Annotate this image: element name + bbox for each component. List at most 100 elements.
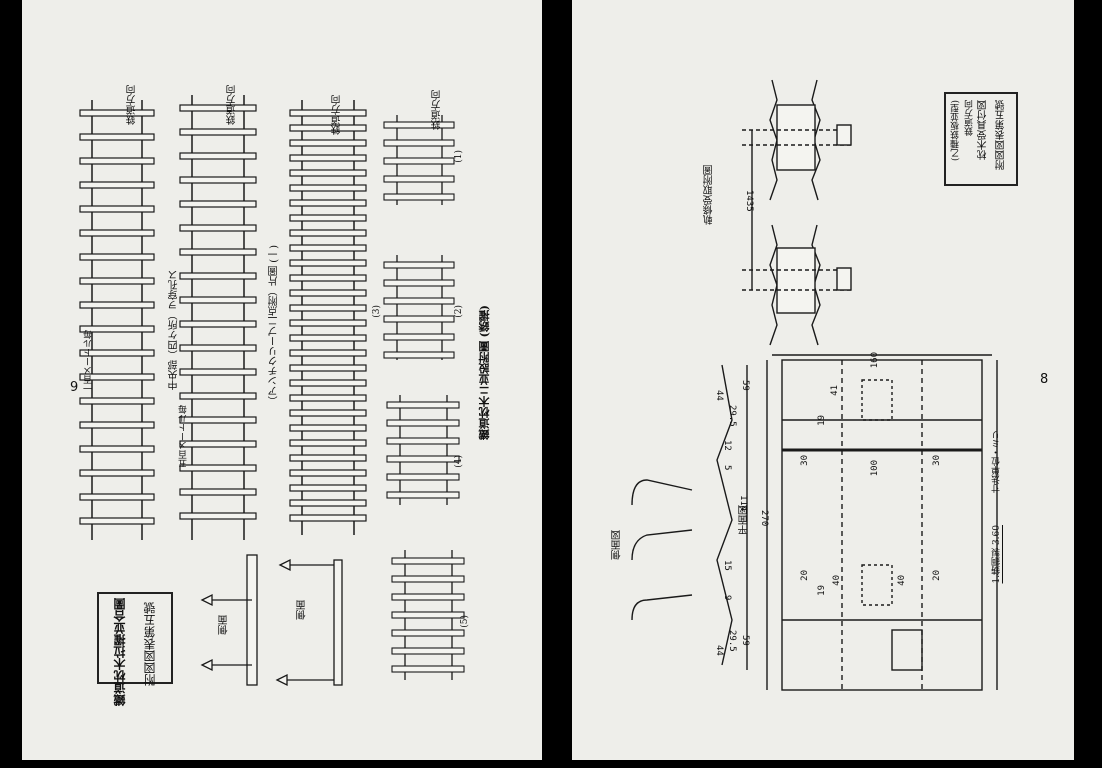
sleeper-c [289, 154, 367, 162]
sleeper-case-2 [383, 279, 455, 287]
sleeper-c [289, 379, 367, 387]
track-a-caption: 中央部（四ケ所）ヲ穿孔ス [169, 270, 180, 390]
direction-label-4: 鉄道方向 [432, 90, 443, 130]
dim-5: 5 [722, 465, 732, 471]
sleeper-case-2 [383, 297, 455, 305]
dim-total-width: 160 [870, 352, 880, 369]
sleeper-c [289, 334, 367, 342]
sleeper-case-4 [391, 575, 465, 583]
left-page-drawing [79, 95, 465, 687]
sleeper-a [79, 493, 155, 501]
sleeper-c [289, 499, 367, 507]
sleeper-b [179, 272, 257, 280]
sleeper-case-2 [383, 351, 455, 359]
scale-note: 寸法単位・ミリ [992, 430, 1002, 493]
sleeper-b [179, 368, 257, 376]
sleeper-c [289, 484, 367, 492]
direction-label-1: 鉄道方向 [127, 85, 138, 125]
sleeper-c [289, 109, 367, 117]
sleeper-case-4 [391, 629, 465, 637]
dim-44a: 44 [714, 390, 724, 401]
sleeper-c [289, 124, 367, 132]
sleeper-c [289, 304, 367, 312]
sleeper-c [289, 169, 367, 177]
sleeper-c [289, 439, 367, 447]
sleeper-a [79, 181, 155, 189]
direction-label-2: 鉄道方向 [227, 85, 238, 125]
note-2: 五百メートル毎 [179, 405, 189, 468]
sleeper-a [79, 253, 155, 261]
sleeper-case-1 [383, 193, 455, 201]
sleeper-a [79, 229, 155, 237]
sleeper-c [289, 514, 367, 522]
sleeper-b [179, 200, 257, 208]
note-1: 一百メートル毎 [84, 330, 94, 393]
sleeper-b [179, 440, 257, 448]
sleeper-b [179, 488, 257, 496]
sleeper-a [79, 109, 155, 117]
sleeper-c [289, 244, 367, 252]
sleeper-a [79, 445, 155, 453]
title-block-r-line3: 鉄道方向 [965, 100, 975, 136]
sleeper-b [179, 296, 257, 304]
sleeper-b [179, 224, 257, 232]
title-block-right: 附図図表第五號 枕木受具付図 鉄道方向 (乙種鉄板並型) [944, 92, 1018, 186]
track-c-caption: 鐵道枕木ニ並設附圖 (銹擢) [478, 305, 491, 441]
sleeper-c [289, 349, 367, 357]
sleeper-case-1 [383, 175, 455, 183]
sleeper-case-1 [383, 157, 455, 165]
sleeper-b [179, 152, 257, 160]
sleeper-case-4 [391, 557, 465, 565]
sleeper-case-3 [386, 473, 460, 481]
sleeper-a [79, 421, 155, 429]
sleeper-case-3 [386, 419, 460, 427]
sleeper-c [289, 274, 367, 282]
dim-center: 114 [738, 495, 748, 512]
right-page-drawing [631, 79, 998, 691]
sleeper-case-1 [383, 121, 455, 129]
dim-19a: 19 [817, 415, 827, 426]
sleeper-c [289, 199, 367, 207]
sleeper-c [289, 139, 367, 147]
sleeper-a [79, 157, 155, 165]
case-label-3: (3) [372, 305, 382, 318]
dim-59b: 59 [740, 635, 750, 646]
title-block-line2: 鐵道枕木拉擢並合圖 [113, 598, 127, 706]
sleeper-case-2 [383, 315, 455, 323]
dim-59a: 59 [740, 380, 750, 391]
section-title: 側面図 [612, 530, 623, 560]
sleeper-c [289, 394, 367, 402]
dim-gauge: 1435 [744, 190, 754, 212]
sleeper-case-3 [386, 455, 460, 463]
sleeper-b [179, 392, 257, 400]
sleeper-c [289, 409, 367, 417]
sleeper-b [179, 512, 257, 520]
case-label-2: (2) [454, 305, 464, 318]
sleeper-c [289, 454, 367, 462]
sleeper-case-2 [383, 261, 455, 269]
dim-9: 9 [722, 595, 732, 601]
sleeper-c [289, 469, 367, 477]
sleeper-a [79, 325, 155, 333]
sleeper-b [179, 344, 257, 352]
dim-total-length: 270 [759, 510, 769, 527]
sleeper-c [289, 319, 367, 327]
track-b-caption: （アンチクリープ二点附）片圖 (一) [269, 245, 280, 406]
page-number-right: 8 [1040, 372, 1049, 387]
dim-30a: 30 [800, 455, 810, 466]
sleeper-b [179, 104, 257, 112]
dim-15: 15 [722, 560, 732, 571]
side-view-label-2: 側面 [297, 600, 308, 620]
case-label-5: (5) [460, 615, 470, 628]
dim-12: 12 [722, 440, 732, 451]
sleeper-c [289, 424, 367, 432]
title-block-r-line4: (乙種鉄板並型) [951, 100, 961, 162]
sleeper-c [289, 259, 367, 267]
dim-44b: 44 [714, 645, 724, 656]
dim-41: 41 [830, 385, 840, 396]
dim-29a: 29.5 [727, 405, 737, 427]
material-note: 1.鋳鋼製 3.60 [992, 525, 1002, 584]
title-block-r-line1: 附図図表第五號 [996, 100, 1007, 170]
sleeper-case-3 [386, 437, 460, 445]
sleeper-b [179, 320, 257, 328]
